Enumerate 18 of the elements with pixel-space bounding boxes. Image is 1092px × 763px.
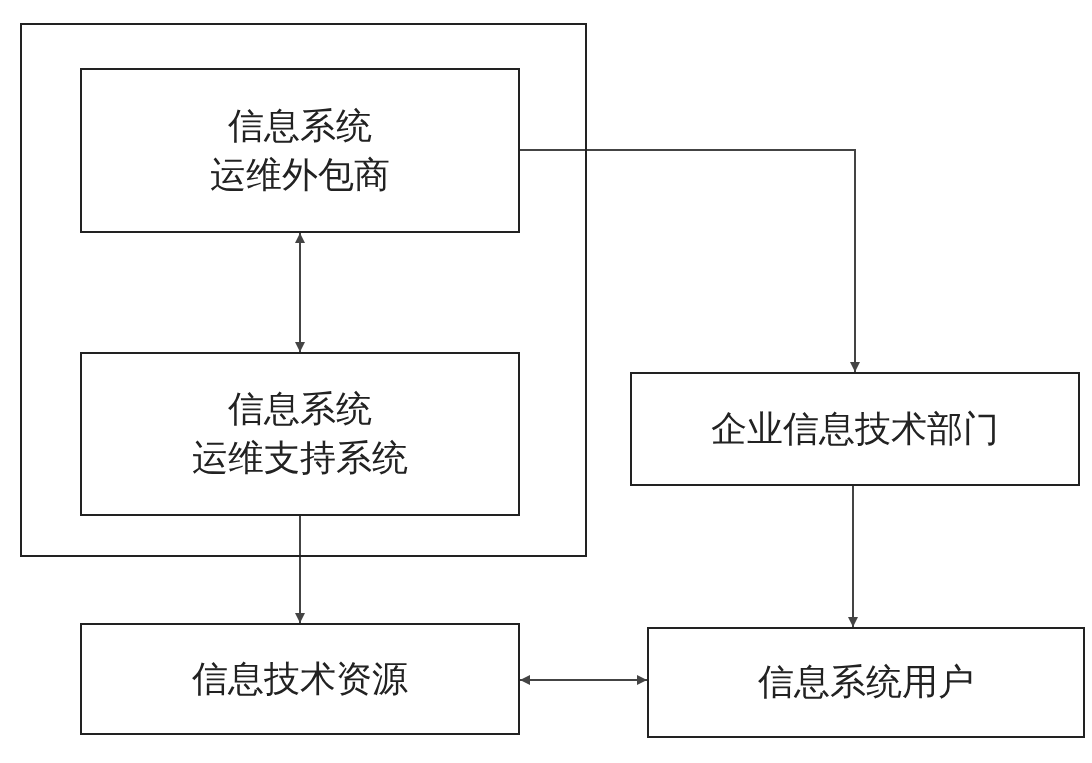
process-box [80,68,520,233]
process-box [630,372,1080,486]
node-label: 运维支持系统 [192,436,408,480]
group-frame [20,23,587,557]
node-label: 信息系统用户 [758,660,974,705]
node-label: 运维外包商 [210,152,390,197]
arrow [848,485,858,628]
node-label: 企业信息技术部门 [711,406,999,451]
arrow [519,149,860,373]
arrow [295,515,305,624]
process-box [647,627,1085,738]
node-label: 信息技术资源 [192,656,408,701]
node-label: 信息系统 [228,103,372,148]
process-box [80,352,520,516]
arrow [519,675,648,685]
arrow [295,232,305,353]
node-label: 信息系统 [228,387,372,432]
process-box [80,623,520,735]
